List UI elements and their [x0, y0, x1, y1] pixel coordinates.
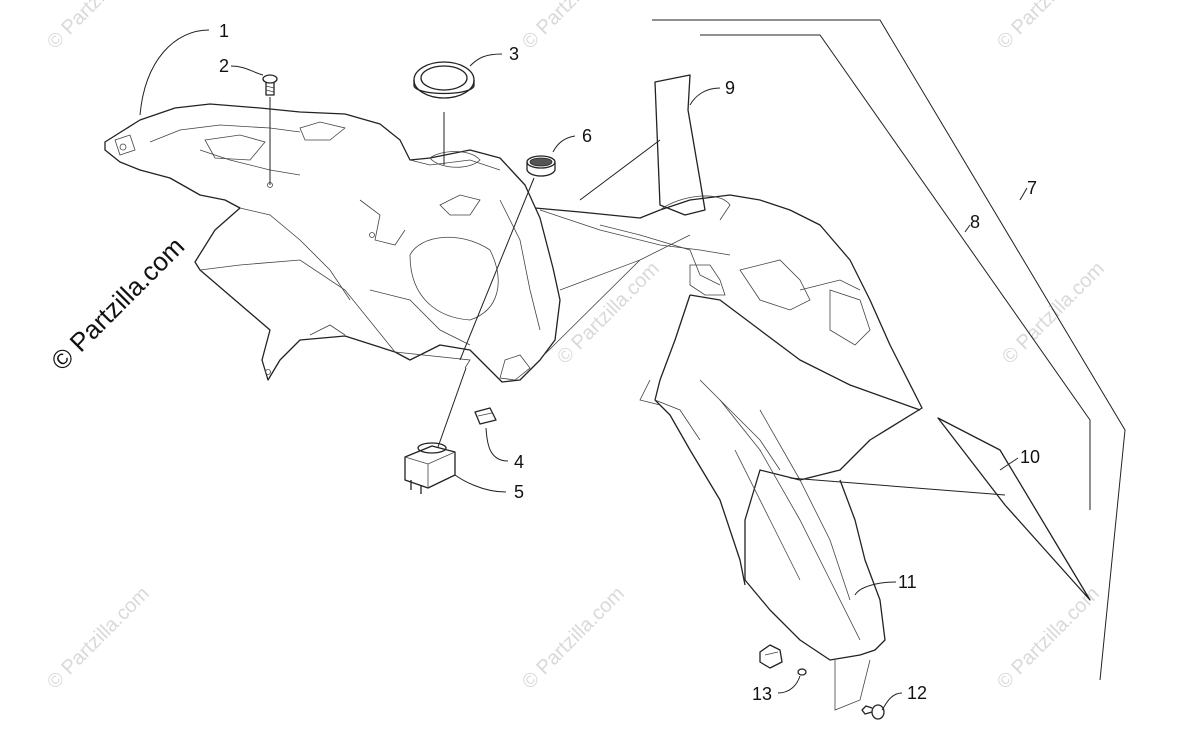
callout-1: 1	[219, 21, 229, 41]
leader-lines	[139, 29, 1028, 711]
callout-2: 2	[219, 56, 229, 76]
callout-9: 9	[725, 78, 735, 98]
part-switch	[404, 442, 456, 494]
part-side-panel	[534, 194, 923, 711]
watermark-8: © Partzilla.com	[993, 583, 1104, 694]
part-screw	[262, 74, 278, 96]
watermarks: © Partzilla.com © Partzilla.com © Partzi…	[43, 0, 1109, 694]
callout-7: 7	[1027, 178, 1037, 198]
part-push-fastener	[861, 704, 885, 720]
group-brackets	[652, 19, 1126, 681]
callout-11: 11	[898, 572, 917, 592]
callout-10: 10	[1020, 447, 1040, 467]
watermark-3: © Partzilla.com	[993, 0, 1104, 54]
watermark-2: © Partzilla.com	[518, 0, 629, 54]
part-clip	[474, 407, 497, 425]
watermark-1: © Partzilla.com	[43, 0, 154, 54]
callout-8: 8	[970, 212, 980, 232]
callout-12: 12	[907, 683, 927, 703]
part-triangle-decal	[937, 417, 1091, 601]
watermark-4: © Partzilla.com	[553, 258, 664, 369]
part-small-clip	[759, 644, 807, 676]
copyright-text: © Partzilla.com	[45, 231, 190, 376]
watermark-7: © Partzilla.com	[518, 583, 629, 694]
callout-5: 5	[514, 482, 524, 502]
callout-3: 3	[509, 44, 519, 64]
callout-4: 4	[514, 452, 524, 472]
part-upper-dash-panel	[104, 103, 561, 383]
callout-6: 6	[582, 126, 592, 146]
callouts: 1 2 3 4 5 6 7 8 9 10 11 12 13	[219, 21, 1040, 704]
part-bezel-ring	[413, 61, 475, 99]
part-grommet	[526, 155, 556, 177]
callout-13: 13	[752, 684, 772, 704]
watermark-6: © Partzilla.com	[43, 583, 154, 694]
